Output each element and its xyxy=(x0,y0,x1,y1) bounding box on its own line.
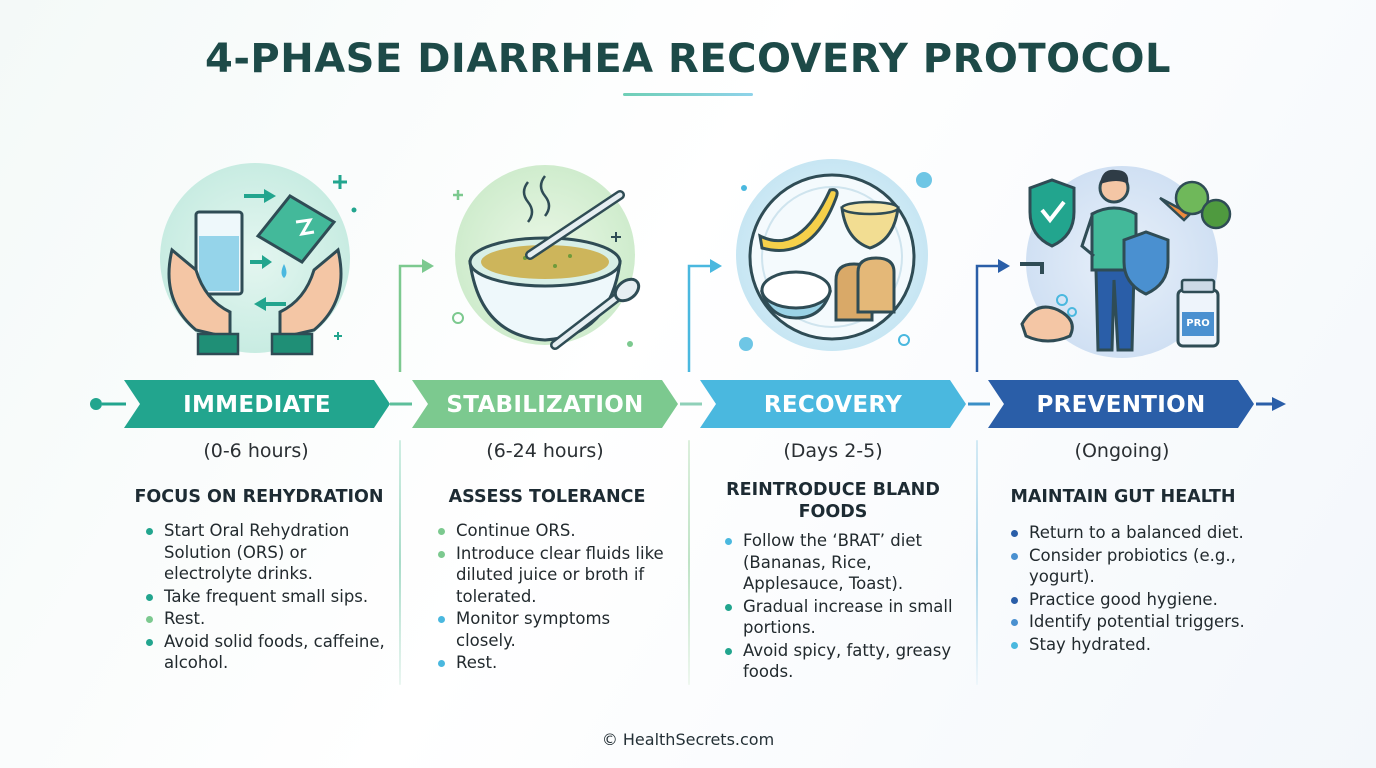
bullet-dot xyxy=(146,616,153,623)
item-text: Stay hydrated. xyxy=(1029,634,1151,654)
item-text: Practice good hygiene. xyxy=(1029,589,1218,609)
footer-copyright: © HealthSecrets.com xyxy=(601,730,775,749)
item-text: Identify potential triggers. xyxy=(1029,612,1245,631)
item-text: Consider probiotics (e.g., yogurt). xyxy=(1029,545,1236,587)
heading-stabilization: ASSESS TOLERANCE xyxy=(448,487,646,507)
list-item: Take frequent small sips. xyxy=(146,586,386,608)
item-text: Avoid spicy, fatty, greasy foods. xyxy=(743,640,952,682)
list-stabilization: Continue ORS. Introduce clear fluids lik… xyxy=(438,520,673,675)
hands-water-electrolyte-icon xyxy=(160,163,357,356)
broth-bowl-icon xyxy=(452,165,641,350)
list-item: Introduce clear fluids like diluted juic… xyxy=(438,543,673,608)
bullet-dot xyxy=(1011,596,1018,604)
timeframe-immediate: (0-6 hours) xyxy=(203,440,309,462)
bullet-dot xyxy=(725,538,732,545)
page-title: 4-PHASE DIARRHEA RECOVERY PROTOCOL xyxy=(204,36,1172,82)
timeframe-prevention: (Ongoing) xyxy=(1074,440,1170,462)
banner-recovery xyxy=(700,380,966,428)
divider xyxy=(976,440,978,685)
list-item: Gradual increase in small portions. xyxy=(725,596,965,639)
item-text: Rest. xyxy=(456,653,498,672)
bullet-dot xyxy=(1011,619,1018,626)
probiotic-jar-label: PRO xyxy=(1186,318,1210,329)
list-item: Rest. xyxy=(438,652,673,674)
list-item: Start Oral Rehydration Solution (ORS) or… xyxy=(146,520,386,585)
item-text: Continue ORS. xyxy=(456,521,576,540)
title-underline xyxy=(623,93,753,96)
heading-immediate: FOCUS ON REHYDRATION xyxy=(134,487,384,507)
phase-name-recovery: RECOVERY xyxy=(763,392,903,418)
list-item: Monitor symptoms closely. xyxy=(438,608,673,651)
timeframe-recovery: (Days 2-5) xyxy=(783,440,883,462)
bullet-dot xyxy=(146,528,153,535)
list-item: Rest. xyxy=(146,608,386,630)
list-item: Identify potential triggers. xyxy=(1011,611,1271,633)
item-text: Introduce clear fluids like diluted juic… xyxy=(456,543,664,606)
list-item: Consider probiotics (e.g., yogurt). xyxy=(1011,545,1271,588)
bullet-dot xyxy=(438,528,445,535)
bullet-dot xyxy=(146,638,153,646)
bullet-dot xyxy=(725,603,732,611)
list-immediate: Start Oral Rehydration Solution (ORS) or… xyxy=(146,520,386,675)
item-text: Return to a balanced diet. xyxy=(1029,523,1244,542)
phase-name-immediate: IMMEDIATE xyxy=(183,392,331,418)
item-text: Take frequent small sips. xyxy=(164,586,369,606)
bullet-dot xyxy=(438,550,445,558)
banner-prevention xyxy=(988,380,1254,428)
list-prevention: Return to a balanced diet. Consider prob… xyxy=(1011,522,1271,656)
phase-name-prevention: PREVENTION xyxy=(1036,392,1206,418)
list-item: Return to a balanced diet. xyxy=(1011,522,1271,544)
bullet-dot xyxy=(438,660,445,667)
list-item: Continue ORS. xyxy=(438,520,673,542)
item-text: Rest. xyxy=(164,609,206,628)
bullet-dot xyxy=(438,616,445,623)
bullet-dot xyxy=(1011,530,1018,537)
item-text: Follow the ‘BRAT’ diet (Bananas, Rice, A… xyxy=(743,531,922,593)
divider xyxy=(399,440,401,685)
brat-plate-icon xyxy=(736,159,932,351)
list-item: Follow the ‘BRAT’ diet (Bananas, Rice, A… xyxy=(725,530,965,595)
item-text: Gradual increase in small portions. xyxy=(743,596,953,638)
list-item: Avoid solid foods, caffeine, alcohol. xyxy=(146,631,386,674)
list-item: Avoid spicy, fatty, greasy foods. xyxy=(725,640,965,683)
gut-health-person-icon xyxy=(1020,166,1232,358)
bullet-dot xyxy=(146,593,153,601)
list-item: Practice good hygiene. xyxy=(1011,589,1271,611)
list-recovery: Follow the ‘BRAT’ diet (Bananas, Rice, A… xyxy=(725,530,965,684)
item-text: Monitor symptoms closely. xyxy=(456,609,611,650)
heading-prevention: MAINTAIN GUT HEALTH xyxy=(1010,487,1236,507)
divider xyxy=(688,440,690,685)
bullet-dot xyxy=(1011,552,1018,560)
bullet-dot xyxy=(1011,641,1018,649)
bullet-dot xyxy=(725,647,732,655)
timeframe-stabilization: (6-24 hours) xyxy=(486,440,604,462)
item-text: Avoid solid foods, caffeine, alcohol. xyxy=(164,631,385,673)
banner-immediate xyxy=(124,380,390,428)
banner-stabilization xyxy=(412,380,678,428)
list-item: Stay hydrated. xyxy=(1011,634,1271,656)
heading-recovery: REINTRODUCE BLAND FOODS xyxy=(726,480,940,522)
item-text: Start Oral Rehydration Solution (ORS) or… xyxy=(164,521,350,583)
phase-name-stabilization: STABILIZATION xyxy=(446,392,644,418)
